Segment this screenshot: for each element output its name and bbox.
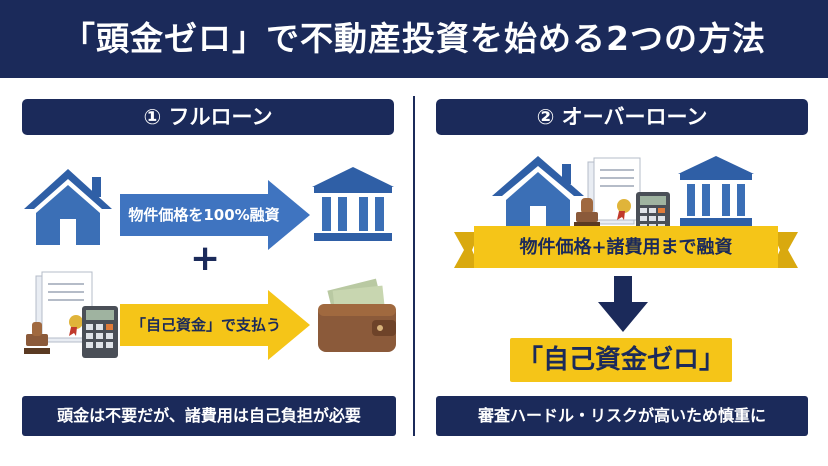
documents-icon	[24, 271, 93, 354]
over-loan-note: 審査ハードル・リスクが高いため慎重に	[436, 396, 808, 436]
house-icon	[24, 169, 112, 245]
payment-arrow	[120, 290, 310, 360]
plus-icon: +	[190, 238, 221, 279]
wallet-icon	[318, 278, 396, 352]
stamp-icon	[574, 198, 600, 228]
financing-arrow-label: 物件価格を100%融資	[128, 206, 280, 224]
over-loan-heading: ② オーバーローン	[436, 99, 808, 135]
financing-ribbon-label: 物件価格+諸費用まで融資	[519, 237, 733, 258]
full-loan-heading: ① フルローン	[22, 99, 394, 135]
bank-icon	[312, 167, 394, 241]
documents-icon	[587, 157, 641, 225]
financing-ribbon	[454, 226, 798, 268]
calculator-icon	[82, 306, 118, 358]
bank-icon	[678, 156, 754, 226]
column-divider	[413, 96, 415, 436]
financing-arrow	[120, 180, 310, 250]
house-icon	[492, 156, 584, 230]
calculator-icon	[636, 192, 670, 236]
full-loan-note: 頭金は不要だが、諸費用は自己負担が必要	[22, 396, 396, 436]
payment-arrow-label: 「自己資金」で支払う	[130, 316, 281, 334]
header-bar	[0, 0, 828, 78]
zero-self-funds-badge: 「自己資金ゼロ」	[510, 338, 732, 382]
down-arrow-icon	[598, 276, 648, 332]
page-title: 「頭金ゼロ」で不動産投資を始める2つの方法	[62, 19, 766, 58]
